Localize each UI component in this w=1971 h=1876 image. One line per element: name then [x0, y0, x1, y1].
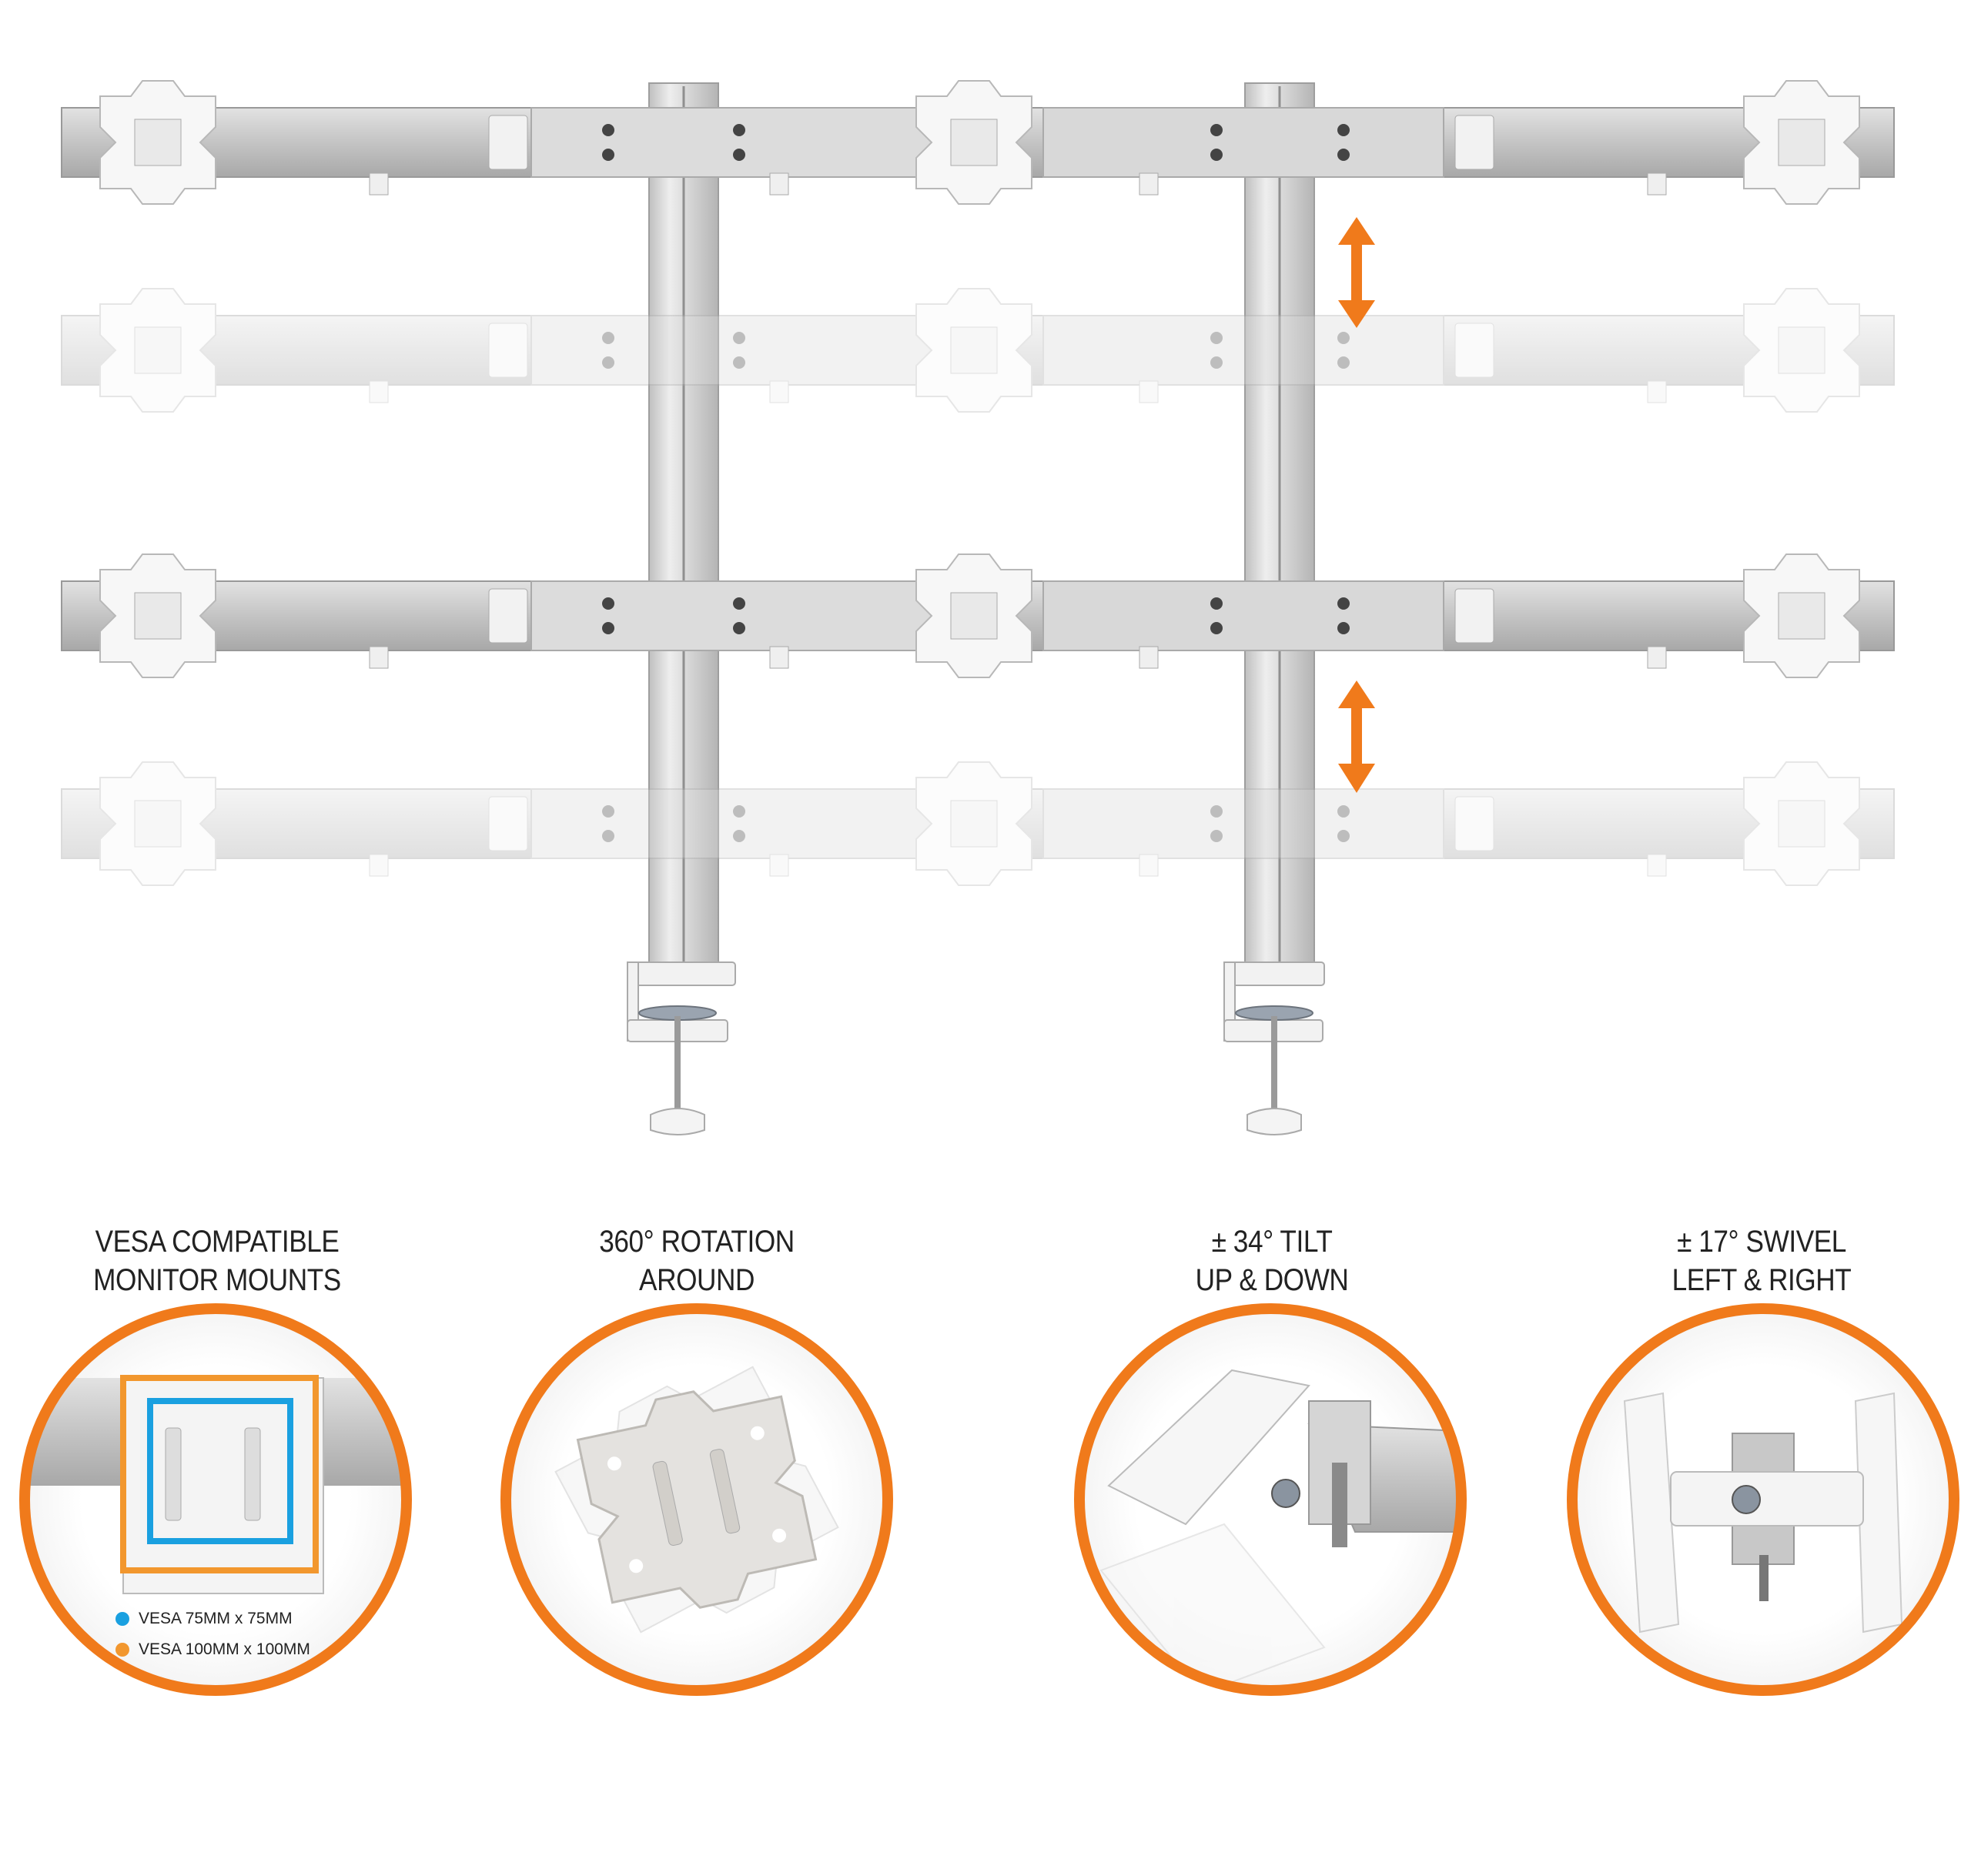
feature-rotation-line1: 360° ROTATION: [599, 1225, 795, 1259]
height-adjust-arrow-icon-top: [1338, 217, 1375, 328]
vesa-plate-left: [99, 553, 216, 678]
legend-dot-orange: [115, 1643, 129, 1657]
vesa-plate-right: [1743, 553, 1860, 678]
crossbar-lower-ghost: [61, 761, 1895, 886]
vesa-plate-left: [99, 288, 216, 413]
height-adjust-arrow-icon-bottom: [1338, 681, 1375, 793]
legend-label-vesa-75: VESA 75MM x 75MM: [139, 1610, 293, 1627]
legend-label-vesa-100: VESA 100MM x 100MM: [139, 1640, 310, 1658]
vesa-plate-right: [1743, 80, 1860, 205]
vesa-plate-left: [99, 80, 216, 205]
vesa-plate-left: [99, 761, 216, 886]
crossbar-lower: [61, 553, 1895, 678]
vesa-plate-center: [915, 761, 1032, 886]
vesa-100-outline: [120, 1375, 319, 1573]
feature-swivel-line1: ± 17° SWIVEL: [1677, 1225, 1846, 1259]
desk-clamp-right: [1223, 961, 1325, 1135]
vesa-75-outline: [147, 1398, 293, 1544]
crossbar-upper: [61, 80, 1895, 205]
feature-rotation-title: 360° ROTATION AROUND: [520, 1222, 873, 1299]
legend-dot-blue: [115, 1612, 129, 1626]
tilt-circle: [1074, 1303, 1467, 1696]
vesa-plate-right: [1743, 761, 1860, 886]
feature-tilt-line2: UP & DOWN: [1195, 1263, 1349, 1297]
feature-swivel-line2: LEFT & RIGHT: [1672, 1263, 1852, 1297]
vesa-plate-center: [915, 553, 1032, 678]
crossbars: [61, 80, 1895, 886]
feature-swivel-title: ± 17° SWIVEL LEFT & RIGHT: [1585, 1222, 1938, 1299]
vesa-legend: VESA 75MM x 75MM VESA 100MM x 100MM: [115, 1603, 310, 1665]
swivel-circle: [1567, 1303, 1959, 1696]
legend-item-vesa-100: VESA 100MM x 100MM: [115, 1634, 310, 1665]
feature-vesa-line2: MONITOR MOUNTS: [93, 1263, 341, 1297]
desk-clamp-left: [627, 961, 736, 1135]
rotation-circle: [500, 1303, 893, 1696]
feature-vesa-line1: VESA COMPATIBLE: [95, 1225, 340, 1259]
feature-vesa-title: VESA COMPATIBLE MONITOR MOUNTS: [41, 1222, 393, 1299]
vesa-plate-center: [915, 80, 1032, 205]
crossbar-upper-ghost: [61, 288, 1895, 413]
vesa-plate-right: [1743, 288, 1860, 413]
vesa-compatible-circle: [19, 1303, 412, 1696]
feature-tilt-title: ± 34° TILT UP & DOWN: [1096, 1222, 1448, 1299]
feature-tilt-line1: ± 34° TILT: [1211, 1225, 1333, 1259]
vesa-plate-center: [915, 288, 1032, 413]
feature-rotation-line2: AROUND: [639, 1263, 755, 1297]
legend-item-vesa-75: VESA 75MM x 75MM: [115, 1603, 310, 1634]
